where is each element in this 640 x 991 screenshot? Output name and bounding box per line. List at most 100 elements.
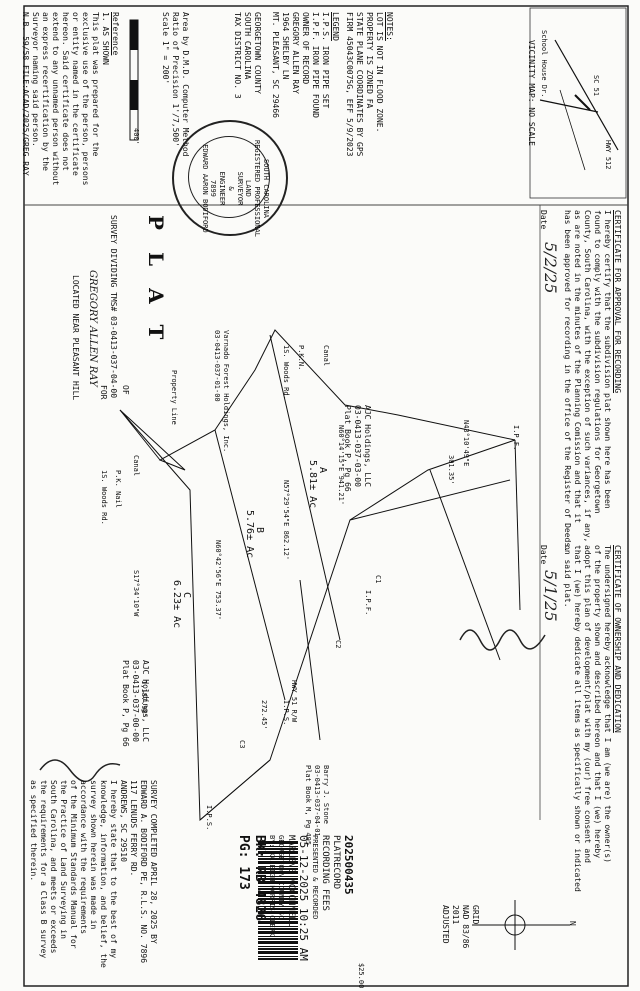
- nail-label: P.K. Nail: [114, 470, 122, 508]
- plat-owner: GREGORY ALLEN RAY: [87, 270, 98, 387]
- recording-book: BK: RB 4826: [252, 835, 268, 922]
- surveyor-line: EDWARD A. BODIFORD PE, R.L.S. NO. 7896: [139, 780, 148, 964]
- vicinity-map: [529, 7, 627, 199]
- recording-barcode: [258, 840, 298, 960]
- cert-approval-line: has been approved for recording in the o…: [563, 210, 572, 552]
- adjoiner-name: Barry J. Stone: [322, 765, 330, 825]
- grid-line: NAD 83/86: [461, 905, 470, 949]
- recording-block: 202500435 PLATRECORD RECORDING FEES PRES…: [235, 835, 355, 961]
- bearing-label: N60°42'56"E 753.37': [214, 540, 222, 621]
- scale-bar-label: 400': [132, 128, 140, 145]
- bearing-label: N43°10'49"E: [462, 420, 470, 467]
- area-method-block: Area by D.M.D. Computer Method Ratio of …: [160, 12, 190, 157]
- survey-dividing: SURVEY DIVIDING TMS# 03-0413-037-04-00: [109, 215, 118, 399]
- surveyor-line: accordance with the requirements: [79, 780, 88, 935]
- bearing-label: N57°29'54"E 862.12': [282, 480, 290, 561]
- recording-fees: RECORDING FEES: [320, 835, 330, 911]
- notes-line: FIRM 45043C0075G, EFF 5/9/2023: [345, 12, 354, 157]
- surveyor-signature: [39, 759, 121, 783]
- plat-for: FOR: [99, 385, 108, 400]
- grid-line: GRID: [471, 905, 480, 925]
- surveyor-line: survey shown herein was made in: [89, 780, 98, 930]
- recording-fee: $25.00: [357, 963, 365, 989]
- seal-line: LAND: [244, 180, 253, 197]
- plat-title: PLAT: [144, 215, 168, 362]
- road-label: 1S. Woods Rd.: [282, 345, 290, 400]
- surveyor-line: 117 LENUDS FERRY RD.: [129, 780, 138, 877]
- cert-approval-date-label: Date: [539, 210, 548, 230]
- seal-text: SOUTH CAROLINA REGISTERED PROFESSIONAL L…: [200, 140, 270, 237]
- parcel-b-area: 5.76± Ac: [244, 510, 255, 559]
- area-method-line: Scale 1" = 200': [161, 12, 170, 85]
- adjoiner-pb: Plat Book P, Pg 66: [121, 660, 130, 747]
- surveyor-line: ANDREWS, SC 29510: [119, 780, 128, 862]
- canal-label: Canal: [322, 345, 330, 367]
- notes-title: NOTES:: [385, 12, 394, 41]
- north-label: N: [568, 921, 577, 926]
- surveyor-line: SURVEY COMPLETED APRIL 28, 2025 BY: [149, 780, 158, 944]
- grid-line: 2011: [451, 905, 460, 925]
- vicinity-road: School House Dr.: [540, 30, 548, 98]
- cert-ownership-line: that I (we) hereby dedicate all items as…: [573, 545, 582, 892]
- reference-line: 1. AS SHOWN: [101, 12, 110, 65]
- cert-approval-line: found to comply with the subdivision reg…: [593, 210, 602, 514]
- surveyor-line: of the Minimum Standards Manual for: [69, 780, 78, 949]
- surveyor-line: the Practice of Land Surveying in: [59, 780, 68, 939]
- vicinity-road: SC 51: [592, 75, 600, 97]
- recording-by: BY: KALEIGH MORRIS CLERK: [268, 835, 277, 937]
- adjoiner-pb: Plat Book M, Pg 495: [304, 765, 313, 846]
- reference-line: or entity named in the certificate: [71, 12, 80, 176]
- ipf-label: I.P.F.: [512, 425, 520, 451]
- recording-county: GEORGETOWN COUNTY SC: [277, 835, 285, 920]
- seal-line: &: [227, 186, 235, 191]
- county-line: SOUTH CAROLINA: [243, 12, 252, 80]
- distance-label: 1,187.98': [140, 680, 148, 718]
- curve-label: C3: [238, 740, 246, 749]
- recording-number: 202500435: [342, 835, 355, 895]
- adjoiner-tms: 03-0413-037-04-01: [313, 765, 322, 837]
- adjoiner-barry: Barry J. Stone 03-0413-037-04-01 Plat Bo…: [304, 765, 331, 846]
- parcel-lines: [119, 329, 521, 822]
- reference-line: Surveyor naming said person.: [31, 12, 40, 147]
- seal-line: REGISTERED PROFESSIONAL: [253, 140, 262, 237]
- surveyor-line: South Carolina, and meets or exceeds: [49, 780, 58, 954]
- scale-bar: [129, 19, 139, 141]
- curve-label: C1: [374, 575, 382, 584]
- cert-approval-line: I hereby certify that the subdivision pl…: [603, 210, 612, 509]
- reference-line: an express recertification by the: [41, 12, 50, 171]
- surveyor-line: as specified therein.: [29, 780, 38, 882]
- ipf-label: I.P.F.: [364, 590, 372, 616]
- grid-line: ADJUSTED: [441, 905, 450, 944]
- cert-ownership-line: of the property shown and described here…: [593, 545, 602, 859]
- surveyor-line: the requirements for a Class B survey: [39, 780, 48, 959]
- cert-ownership-block: CERTIFICATE OF OWNERSHIP AND DEDICATION …: [562, 545, 622, 892]
- pkn-label: P.K.N.: [297, 345, 305, 371]
- adjoiner-name: AJC Holdings, LLC: [363, 405, 372, 487]
- notes-line: LOT IS NOT IN FLOOD ZONE.: [375, 12, 384, 133]
- legend-title: LEGEND: [331, 12, 340, 41]
- county-block: GEORGETOWN COUNTY SOUTH CAROLINA TAX DIS…: [232, 12, 262, 99]
- vicinity-title: VICINITY MAP: NO SCALE: [527, 40, 536, 146]
- cert-approval-block: CERTIFICATE FOR APPROVAL FOR RECORDING I…: [562, 210, 622, 552]
- legend-line: MT. PLEASANT, SC 29466: [271, 12, 280, 118]
- plat-location: LOCATED NEAR PLEASANT HILL: [71, 275, 80, 401]
- road-label: 1S. Woods Rd.: [100, 470, 108, 525]
- legend-line: OWNER OF RECORD: [301, 12, 310, 85]
- parcel-c-area: 6.23± Ac: [171, 580, 182, 629]
- legend-line: I.P.S. IRON PIPE SET: [321, 12, 330, 109]
- north-arrow: [472, 900, 570, 950]
- recording-presented: PRESENTED & RECORDED: [310, 835, 319, 920]
- recording-type: PLATRECORD: [331, 835, 342, 890]
- seal-name: EDWARD AARON BODIFORD: [200, 144, 209, 233]
- ips-label: I.P.S.: [282, 700, 290, 726]
- cert-ownership-title: CERTIFICATE OF OWNERSHIP AND DEDICATION: [613, 545, 622, 733]
- notes-block: NOTES: LOT IS NOT IN FLOOD ZONE. PROPERT…: [344, 12, 394, 157]
- notes-line: PROPERTY IS ZONED FA: [365, 12, 374, 109]
- reference-line: hereon. Said certificate does not: [61, 12, 70, 171]
- adjoiner-name: Varnado Forest Holdings, Inc.: [222, 330, 230, 453]
- cert-approval-date: 5/2/25: [541, 242, 560, 294]
- adjoiner-north: AJC Holdings, LLC 03-0413-037-03-00 Plat…: [342, 405, 372, 492]
- seal-ring: SOUTH CAROLINA: [262, 158, 270, 218]
